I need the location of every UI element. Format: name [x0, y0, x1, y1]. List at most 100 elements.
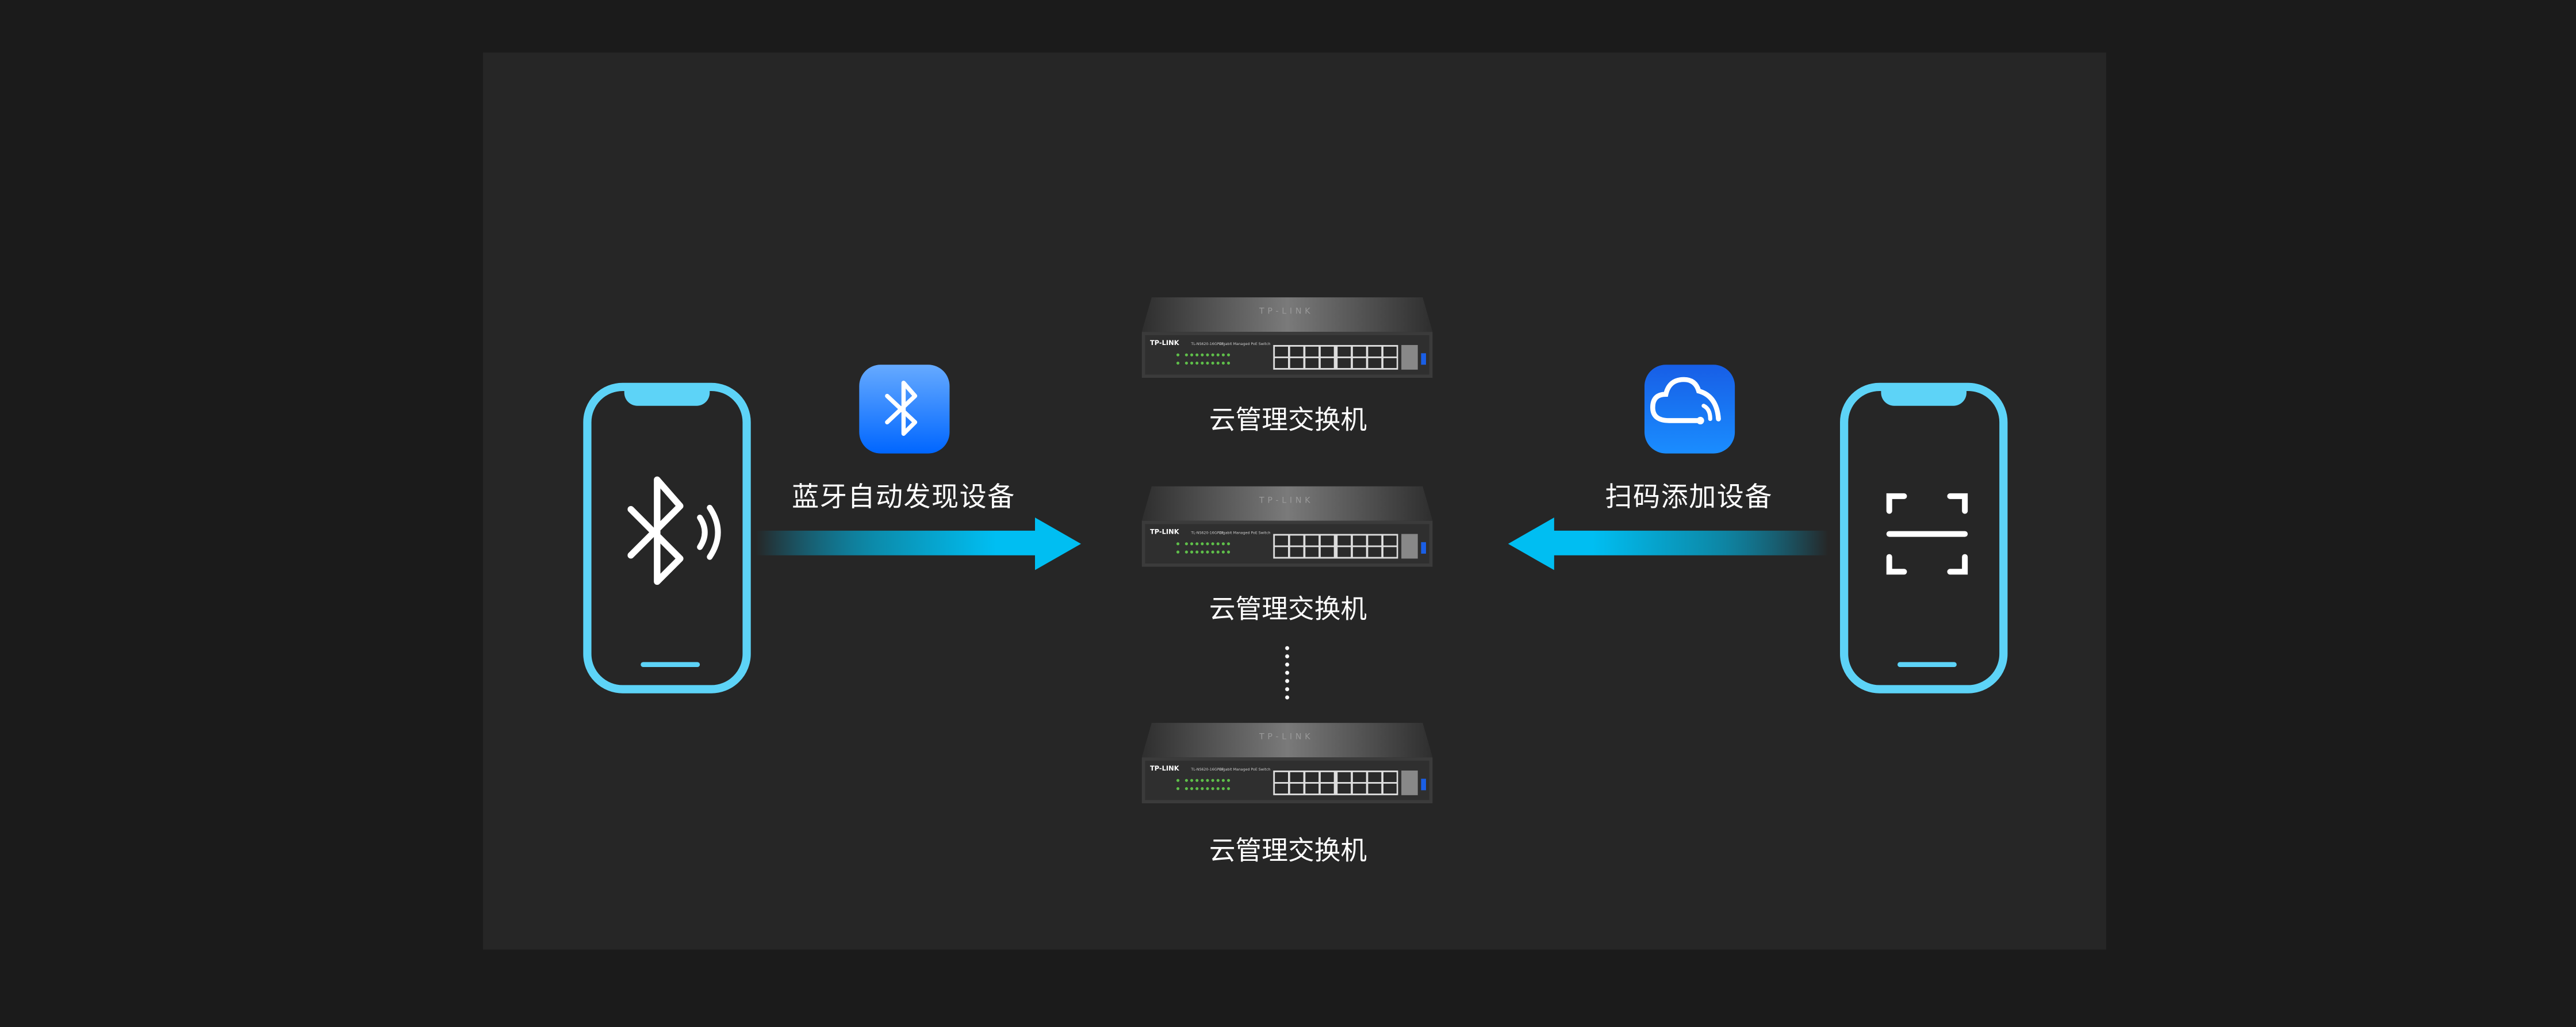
status-led [1176, 353, 1180, 357]
cloud-managed-switch: TP-LINK TP-LINK TL-NS620-16GP2F Gigabit … [1141, 296, 1433, 378]
status-led [1195, 550, 1199, 554]
status-led [1201, 542, 1204, 546]
ethernet-port [1383, 346, 1397, 357]
ethernet-port [1320, 547, 1334, 557]
status-led [1216, 542, 1220, 546]
phone-home-bar [641, 662, 700, 667]
status-led [1176, 542, 1180, 546]
ethernet-port [1352, 547, 1366, 557]
ethernet-port [1352, 772, 1366, 782]
bluetooth-signal-icon [627, 476, 721, 585]
switch-brand: TP-LINK [1150, 764, 1180, 772]
status-led [1184, 779, 1188, 782]
status-led [1227, 787, 1230, 790]
switch-description: Gigabit Managed PoE Switch [1219, 531, 1271, 535]
arrow-right-icon [756, 518, 1081, 570]
status-led [1221, 550, 1225, 554]
status-led [1201, 787, 1204, 790]
status-led [1211, 787, 1214, 790]
ethernet-port [1290, 772, 1304, 782]
ethernet-port [1290, 535, 1304, 546]
cloud-wifi-icon [1650, 377, 1721, 424]
switch-description: Gigabit Managed PoE Switch [1219, 768, 1271, 772]
status-led [1184, 550, 1188, 554]
ethernet-port [1320, 772, 1334, 782]
ethernet-port [1320, 358, 1334, 368]
status-led [1206, 550, 1209, 554]
status-led [1190, 779, 1194, 782]
status-led [1201, 550, 1204, 554]
status-led [1211, 542, 1214, 546]
switch-description: Gigabit Managed PoE Switch [1219, 342, 1271, 346]
phone-notch [1881, 389, 1966, 406]
ethernet-port [1337, 535, 1351, 546]
ethernet-port [1337, 346, 1351, 357]
ethernet-port [1368, 346, 1382, 357]
ethernet-port [1383, 547, 1397, 557]
ethernet-port [1275, 547, 1288, 557]
ethernet-port [1352, 358, 1366, 368]
ethernet-port [1320, 346, 1334, 357]
status-led [1195, 361, 1199, 365]
ethernet-port [1383, 772, 1397, 782]
status-led [1201, 353, 1204, 357]
switch-top-logo: TP-LINK [1259, 307, 1313, 316]
phone-notch [624, 389, 710, 406]
status-led [1195, 542, 1199, 546]
ethernet-port [1305, 772, 1319, 782]
status-led [1195, 779, 1199, 782]
switch-brand: TP-LINK [1150, 339, 1180, 347]
status-led [1227, 361, 1230, 365]
ethernet-port [1368, 547, 1382, 557]
status-led [1211, 353, 1214, 357]
ethernet-port [1275, 358, 1288, 368]
status-led [1206, 353, 1209, 357]
switch-label: 云管理交换机 [1209, 593, 1367, 624]
cloud-app-tile [1644, 365, 1735, 454]
ethernet-port [1275, 346, 1288, 357]
status-led [1216, 361, 1220, 365]
scan-add-label: 扫码添加设备 [1605, 481, 1773, 513]
status-led [1206, 787, 1209, 790]
ethernet-port [1305, 535, 1319, 546]
status-led [1184, 361, 1188, 365]
status-led [1227, 550, 1230, 554]
status-led [1201, 779, 1204, 782]
bluetooth-app-tile [859, 365, 950, 454]
status-led [1227, 542, 1230, 546]
ethernet-port [1337, 772, 1351, 782]
status-led [1216, 787, 1220, 790]
status-led [1190, 787, 1194, 790]
status-led [1216, 779, 1220, 782]
status-led [1201, 361, 1204, 365]
status-led [1206, 542, 1209, 546]
ethernet-port [1383, 358, 1397, 368]
status-led [1211, 550, 1214, 554]
ethernet-port [1290, 547, 1304, 557]
status-led [1176, 779, 1180, 782]
ethernet-port [1305, 783, 1319, 794]
ethernet-port [1337, 783, 1351, 794]
status-led [1211, 361, 1214, 365]
ethernet-port [1290, 783, 1304, 794]
status-led [1195, 787, 1199, 790]
status-led [1195, 353, 1199, 357]
status-led [1216, 550, 1220, 554]
ethernet-port [1290, 346, 1304, 357]
status-led [1227, 779, 1230, 782]
switch-model: TL-NS620-16GP2F [1190, 342, 1224, 346]
status-led [1221, 779, 1225, 782]
ethernet-port [1368, 783, 1382, 794]
switch-label: 云管理交换机 [1209, 834, 1367, 866]
cloud-managed-switch: TP-LINK TP-LINK TL-NS620-16GP2F Gigabit … [1141, 485, 1433, 567]
ethernet-port [1337, 358, 1351, 368]
arrow-left-icon [1508, 518, 1828, 570]
status-led [1216, 353, 1220, 357]
switch-label: 云管理交换机 [1209, 404, 1367, 436]
status-led [1176, 361, 1180, 365]
ethernet-port [1275, 783, 1288, 794]
left-phone [583, 382, 751, 693]
ethernet-port [1352, 346, 1366, 357]
switch-top-logo: TP-LINK [1259, 496, 1313, 505]
ethernet-port [1275, 535, 1288, 546]
